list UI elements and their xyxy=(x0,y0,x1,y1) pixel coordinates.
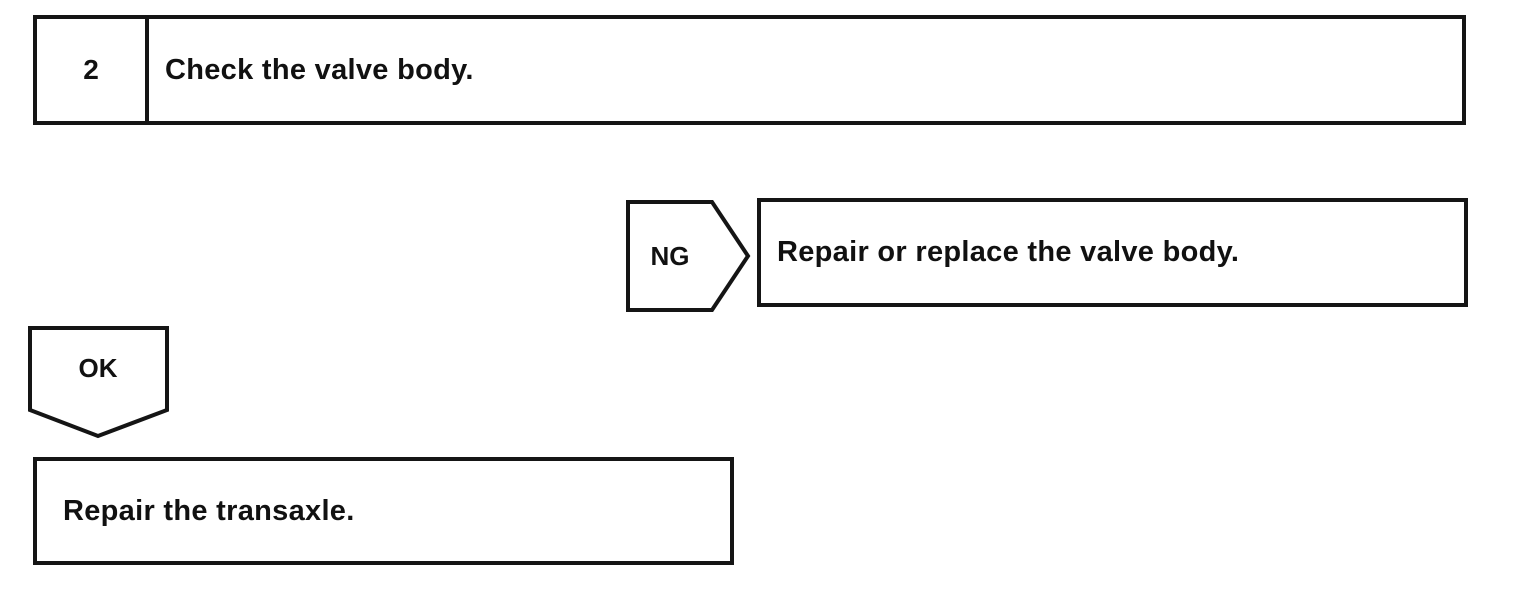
ng-action-text: Repair or replace the valve body. xyxy=(777,236,1240,268)
ng-label: NG xyxy=(651,241,690,271)
ok-action-text: Repair the transaxle. xyxy=(63,494,355,527)
ok-pentagon xyxy=(28,326,169,439)
step-number: 2 xyxy=(37,19,149,121)
step-instruction: Check the valve body. xyxy=(165,53,474,86)
ng-pentagon xyxy=(626,200,751,312)
ng-action-box: Repair or replace the valve body. xyxy=(757,198,1468,307)
ok-action-box: Repair the transaxle. xyxy=(33,457,734,565)
ok-connector-shape: OK xyxy=(28,326,169,439)
ng-connector-shape: NG xyxy=(626,200,751,312)
ok-label: OK xyxy=(79,353,118,383)
step-box: 2 Check the valve body. xyxy=(33,15,1466,125)
